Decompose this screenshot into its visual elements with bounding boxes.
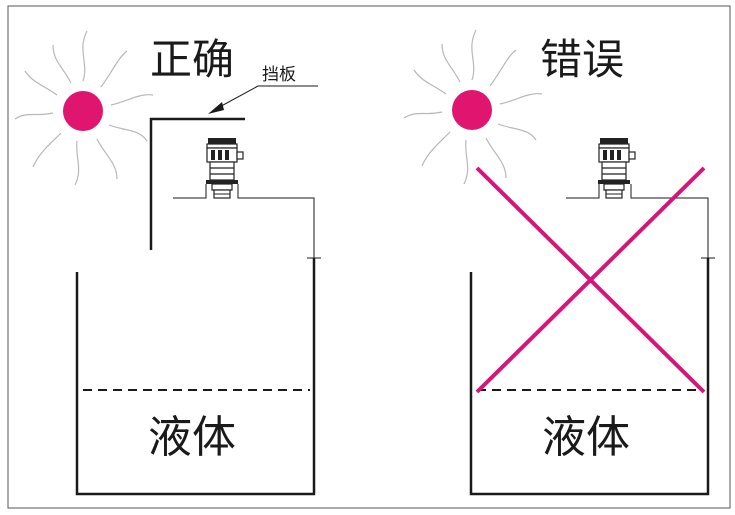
sun-icon [403,29,543,185]
sun-icon [14,30,154,186]
mount-bracket [173,184,207,199]
correct-panel: 正确 挡板 液体 [14,30,321,496]
ultrasonic-sensor-icon [205,137,244,199]
mount-bracket-right [630,184,709,258]
tank [75,258,316,496]
baffle-plate [149,117,245,250]
mount-bracket-right [237,184,315,258]
cross-mark-icon [475,166,706,394]
baffle-label: 挡板 [262,65,296,85]
correct-title: 正确 [150,35,234,84]
wrong-panel: 错误 液体 [403,29,715,496]
wrong-title: 错误 [540,35,624,84]
outer-frame [7,5,731,509]
mount-bracket [566,184,600,199]
tank [469,258,710,496]
baffle-arrow-head [208,102,224,114]
liquid-label: 液体 [542,412,630,463]
ultrasonic-sensor-icon [597,137,636,199]
liquid-label: 液体 [148,412,236,463]
